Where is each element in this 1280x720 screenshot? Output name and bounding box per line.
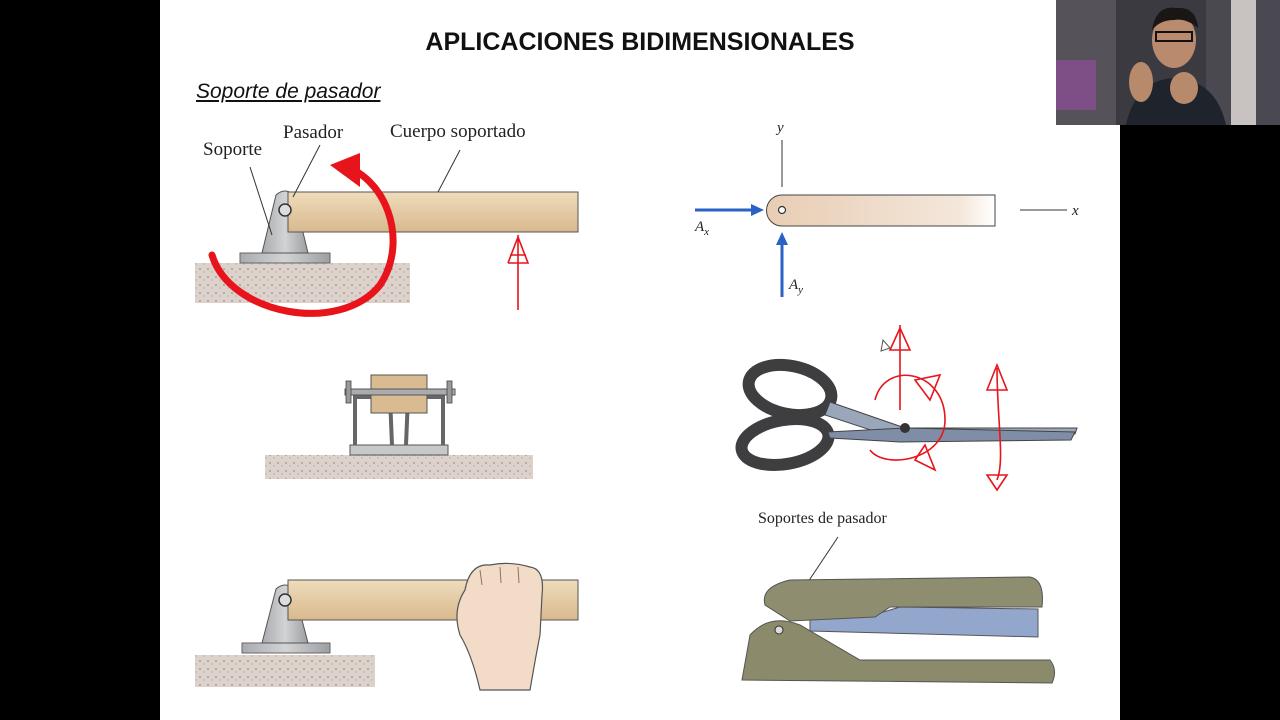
- force-ay-label: A: [788, 277, 799, 293]
- scissors-handle-bottom: [735, 413, 835, 471]
- pin-supports-label: Soportes de pasador: [758, 510, 887, 527]
- stapler-figure: [741, 536, 1056, 684]
- axis-x-label: x: [1071, 203, 1079, 219]
- slide: APLICACIONES BIDIMENSIONALES Soporte de …: [160, 0, 1120, 720]
- red-arrow-annotation: [507, 234, 530, 310]
- hand: [456, 562, 544, 691]
- pin-support-hand-figure: [195, 562, 579, 691]
- webcam-video: [1056, 0, 1280, 125]
- red-rotation-annotation: [208, 161, 397, 317]
- force-ax-label: A: [694, 219, 705, 235]
- label-body: Cuerpo soportado: [390, 121, 526, 142]
- label-support: Soporte: [203, 139, 262, 160]
- fbd-body: [766, 194, 996, 227]
- pencil-cursor-icon: [880, 338, 891, 352]
- axis-y-label: y: [775, 120, 784, 136]
- free-body-diagram: y x Ax Ay: [694, 120, 1079, 297]
- support-base: [239, 252, 331, 264]
- scissors-red-annotations: [869, 325, 1009, 492]
- slide-subtitle: Soporte de pasador: [196, 80, 381, 103]
- slide-title: APLICACIONES BIDIMENSIONALES: [425, 28, 855, 56]
- pin-bracket-figure: [265, 374, 533, 479]
- scissors-handle-top: [742, 358, 838, 422]
- svg-text:Ax: Ax: [694, 219, 709, 238]
- stapler-base: [741, 620, 1056, 684]
- svg-text:Ay: Ay: [788, 277, 803, 296]
- stapler-arm: [763, 576, 1043, 622]
- pin-support-figure: Soporte Pasador Cuerpo soportado: [195, 121, 579, 317]
- supported-body: [287, 191, 579, 233]
- scissors-figure: [735, 325, 1078, 492]
- pin: [278, 203, 292, 217]
- label-pin: Pasador: [283, 122, 344, 143]
